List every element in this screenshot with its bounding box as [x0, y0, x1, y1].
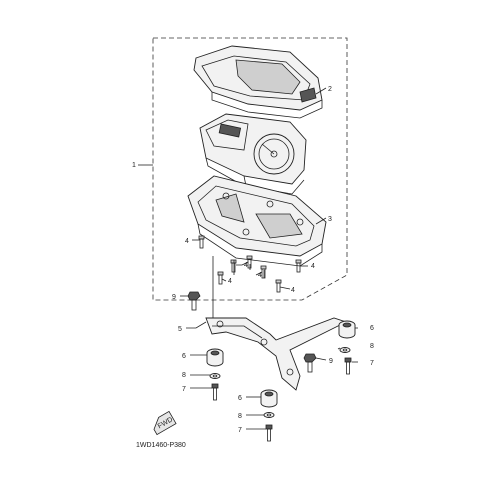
meter-bracket	[205, 317, 348, 391]
callout-3: 3	[328, 216, 332, 223]
callout-7b: 7	[182, 386, 186, 393]
callout-2: 2	[328, 86, 332, 93]
callout-9a: 9	[172, 294, 176, 301]
meter-cover	[193, 45, 323, 119]
meter-unit	[199, 113, 307, 195]
callout-6a: 6	[370, 325, 374, 332]
callout-4a: 4	[185, 238, 189, 245]
callout-9b: 9	[329, 358, 333, 365]
bolt-9b	[303, 353, 317, 373]
callout-8a: 8	[370, 343, 374, 350]
callout-6b: 6	[182, 353, 186, 360]
screw-4-group	[198, 235, 302, 293]
callout-6c: 6	[238, 395, 242, 402]
callout-4c: 4	[228, 278, 232, 285]
screw-4c	[246, 255, 253, 269]
meter-case	[187, 175, 327, 267]
callout-7a: 7	[370, 360, 374, 367]
grommet-6a	[338, 320, 356, 339]
screw-4d	[260, 265, 267, 279]
screw-4f	[217, 271, 224, 285]
screw-4a	[198, 235, 205, 249]
washer-8b	[209, 373, 221, 379]
grommet-6b	[206, 348, 224, 367]
callout-5: 5	[178, 326, 182, 333]
callout-7c: 7	[238, 427, 242, 434]
callout-8c: 8	[238, 413, 242, 420]
washer-8c	[263, 412, 275, 418]
screw-4g	[275, 279, 282, 293]
bolt-7c	[265, 424, 273, 442]
callout-1: 1	[132, 162, 136, 169]
bolt-7a	[344, 357, 352, 375]
washer-8a	[339, 347, 351, 353]
screw-4e	[295, 259, 302, 273]
diagram-code: 1WD1460-P380	[136, 442, 186, 449]
bolt-9a	[187, 291, 201, 311]
callout-4f: 4	[291, 287, 295, 294]
callout-4d: 4	[258, 272, 262, 279]
leader-lines	[138, 87, 358, 430]
assembly-boundary	[152, 37, 348, 301]
callout-8b: 8	[182, 372, 186, 379]
callout-4b: 4	[244, 262, 248, 269]
callout-4e: 4	[311, 263, 315, 270]
callout-labels: 1 2 3 4 4 4 4 4 4 9 5 6 8 7 6 8 7 9 6 8 …	[132, 86, 374, 434]
screw-4b	[230, 259, 237, 273]
fwd-arrow-icon: FWD	[153, 410, 177, 436]
bolt-7b	[211, 383, 219, 401]
grommet-6c	[260, 389, 278, 408]
